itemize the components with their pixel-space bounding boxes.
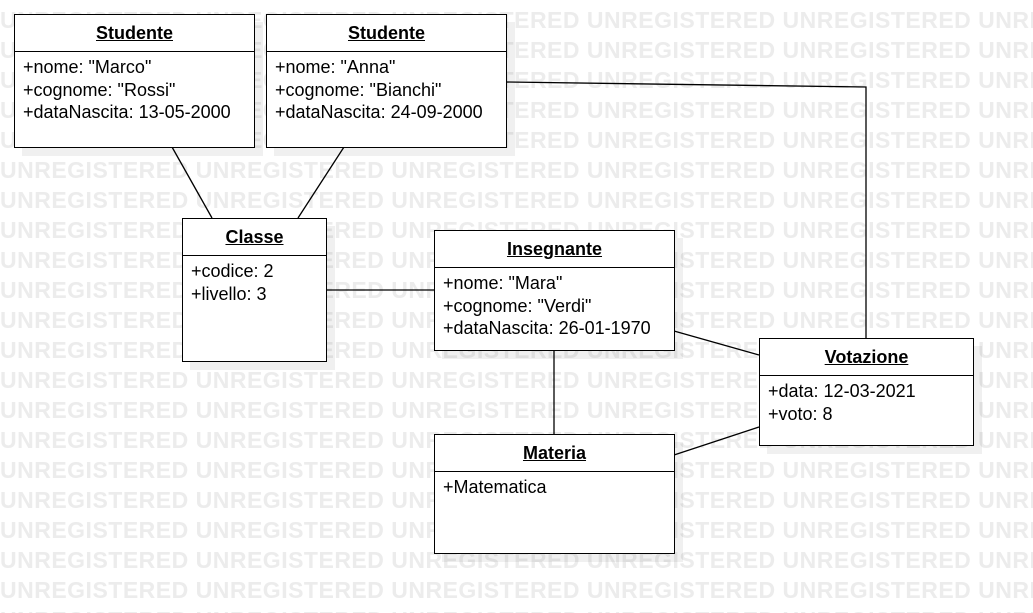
attribute-codice: +codice: 2 <box>191 261 274 281</box>
attribute-livello: +livello: 3 <box>191 283 267 304</box>
watermark-row: UNREGISTERED UNREGISTERED UNREGISTERED U… <box>0 157 1033 183</box>
attribute-data: +data: 12-03-2021 <box>768 381 916 401</box>
attribute-nome: +nome: "Anna" <box>275 57 396 77</box>
attribute-cognome: +cognome: "Bianchi" <box>275 79 442 100</box>
link-insegnante-votazione <box>673 330 760 356</box>
attribute-matematica: +Matematica <box>443 477 547 497</box>
attribute-compartment: +nome: "Mara" +cognome: "Verdi" +dataNas… <box>435 268 674 340</box>
watermark-row: UNREGISTERED UNREGISTERED UNREGISTERED U… <box>0 577 1033 603</box>
attribute-datanascita: +dataNascita: 26-01-1970 <box>443 318 651 338</box>
attribute-nome: +nome: "Marco" <box>23 57 152 77</box>
attribute-compartment: +nome: "Marco" +cognome: "Rossi" +dataNa… <box>15 52 254 124</box>
link-studente2-votazione <box>505 81 867 339</box>
object-votazione[interactable]: Votazione +data: 12-03-2021 +voto: 8 <box>759 338 974 446</box>
object-title: Studente <box>15 15 254 52</box>
watermark-row: UNREGISTERED UNREGISTERED UNREGISTERED U… <box>0 187 1033 213</box>
object-title: Classe <box>183 219 326 256</box>
object-title: Insegnante <box>435 231 674 268</box>
watermark-row: UNREGISTERED UNREGISTERED UNREGISTERED U… <box>0 547 1033 573</box>
attribute-compartment: +Matematica <box>435 472 674 499</box>
watermark-row: UNREGISTERED UNREGISTERED UNREGISTERED U… <box>0 37 1033 63</box>
link-materia-votazione <box>673 426 760 456</box>
link-studente2-classe <box>297 146 345 219</box>
attribute-compartment: +nome: "Anna" +cognome: "Bianchi" +dataN… <box>267 52 506 124</box>
object-studente-marco[interactable]: Studente +nome: "Marco" +cognome: "Rossi… <box>14 14 255 148</box>
attribute-datanascita: +dataNascita: 24-09-2000 <box>275 102 483 122</box>
attribute-datanascita: +dataNascita: 13-05-2000 <box>23 102 231 122</box>
watermark-row: UNREGISTERED UNREGISTERED UNREGISTERED U… <box>0 7 1033 33</box>
attribute-compartment: +data: 12-03-2021 +voto: 8 <box>760 376 973 425</box>
object-title: Materia <box>435 435 674 472</box>
attribute-voto: +voto: 8 <box>768 403 833 424</box>
attribute-nome: +nome: "Mara" <box>443 273 563 293</box>
attribute-cognome: +cognome: "Verdi" <box>443 295 592 316</box>
object-studente-anna[interactable]: Studente +nome: "Anna" +cognome: "Bianch… <box>266 14 507 148</box>
object-classe[interactable]: Classe +codice: 2 +livello: 3 <box>182 218 327 362</box>
object-materia[interactable]: Materia +Matematica <box>434 434 675 554</box>
object-insegnante[interactable]: Insegnante +nome: "Mara" +cognome: "Verd… <box>434 230 675 351</box>
attribute-compartment: +codice: 2 +livello: 3 <box>183 256 326 305</box>
attribute-cognome: +cognome: "Rossi" <box>23 79 176 100</box>
watermark-row: UNREGISTERED UNREGISTERED UNREGISTERED U… <box>0 609 1033 613</box>
watermark-row: UNREGISTERED UNREGISTERED UNREGISTERED U… <box>0 127 1033 153</box>
watermark-row: UNREGISTERED UNREGISTERED UNREGISTERED U… <box>0 97 1033 123</box>
object-title: Studente <box>267 15 506 52</box>
link-studente1-classe <box>171 146 213 219</box>
object-title: Votazione <box>760 339 973 376</box>
